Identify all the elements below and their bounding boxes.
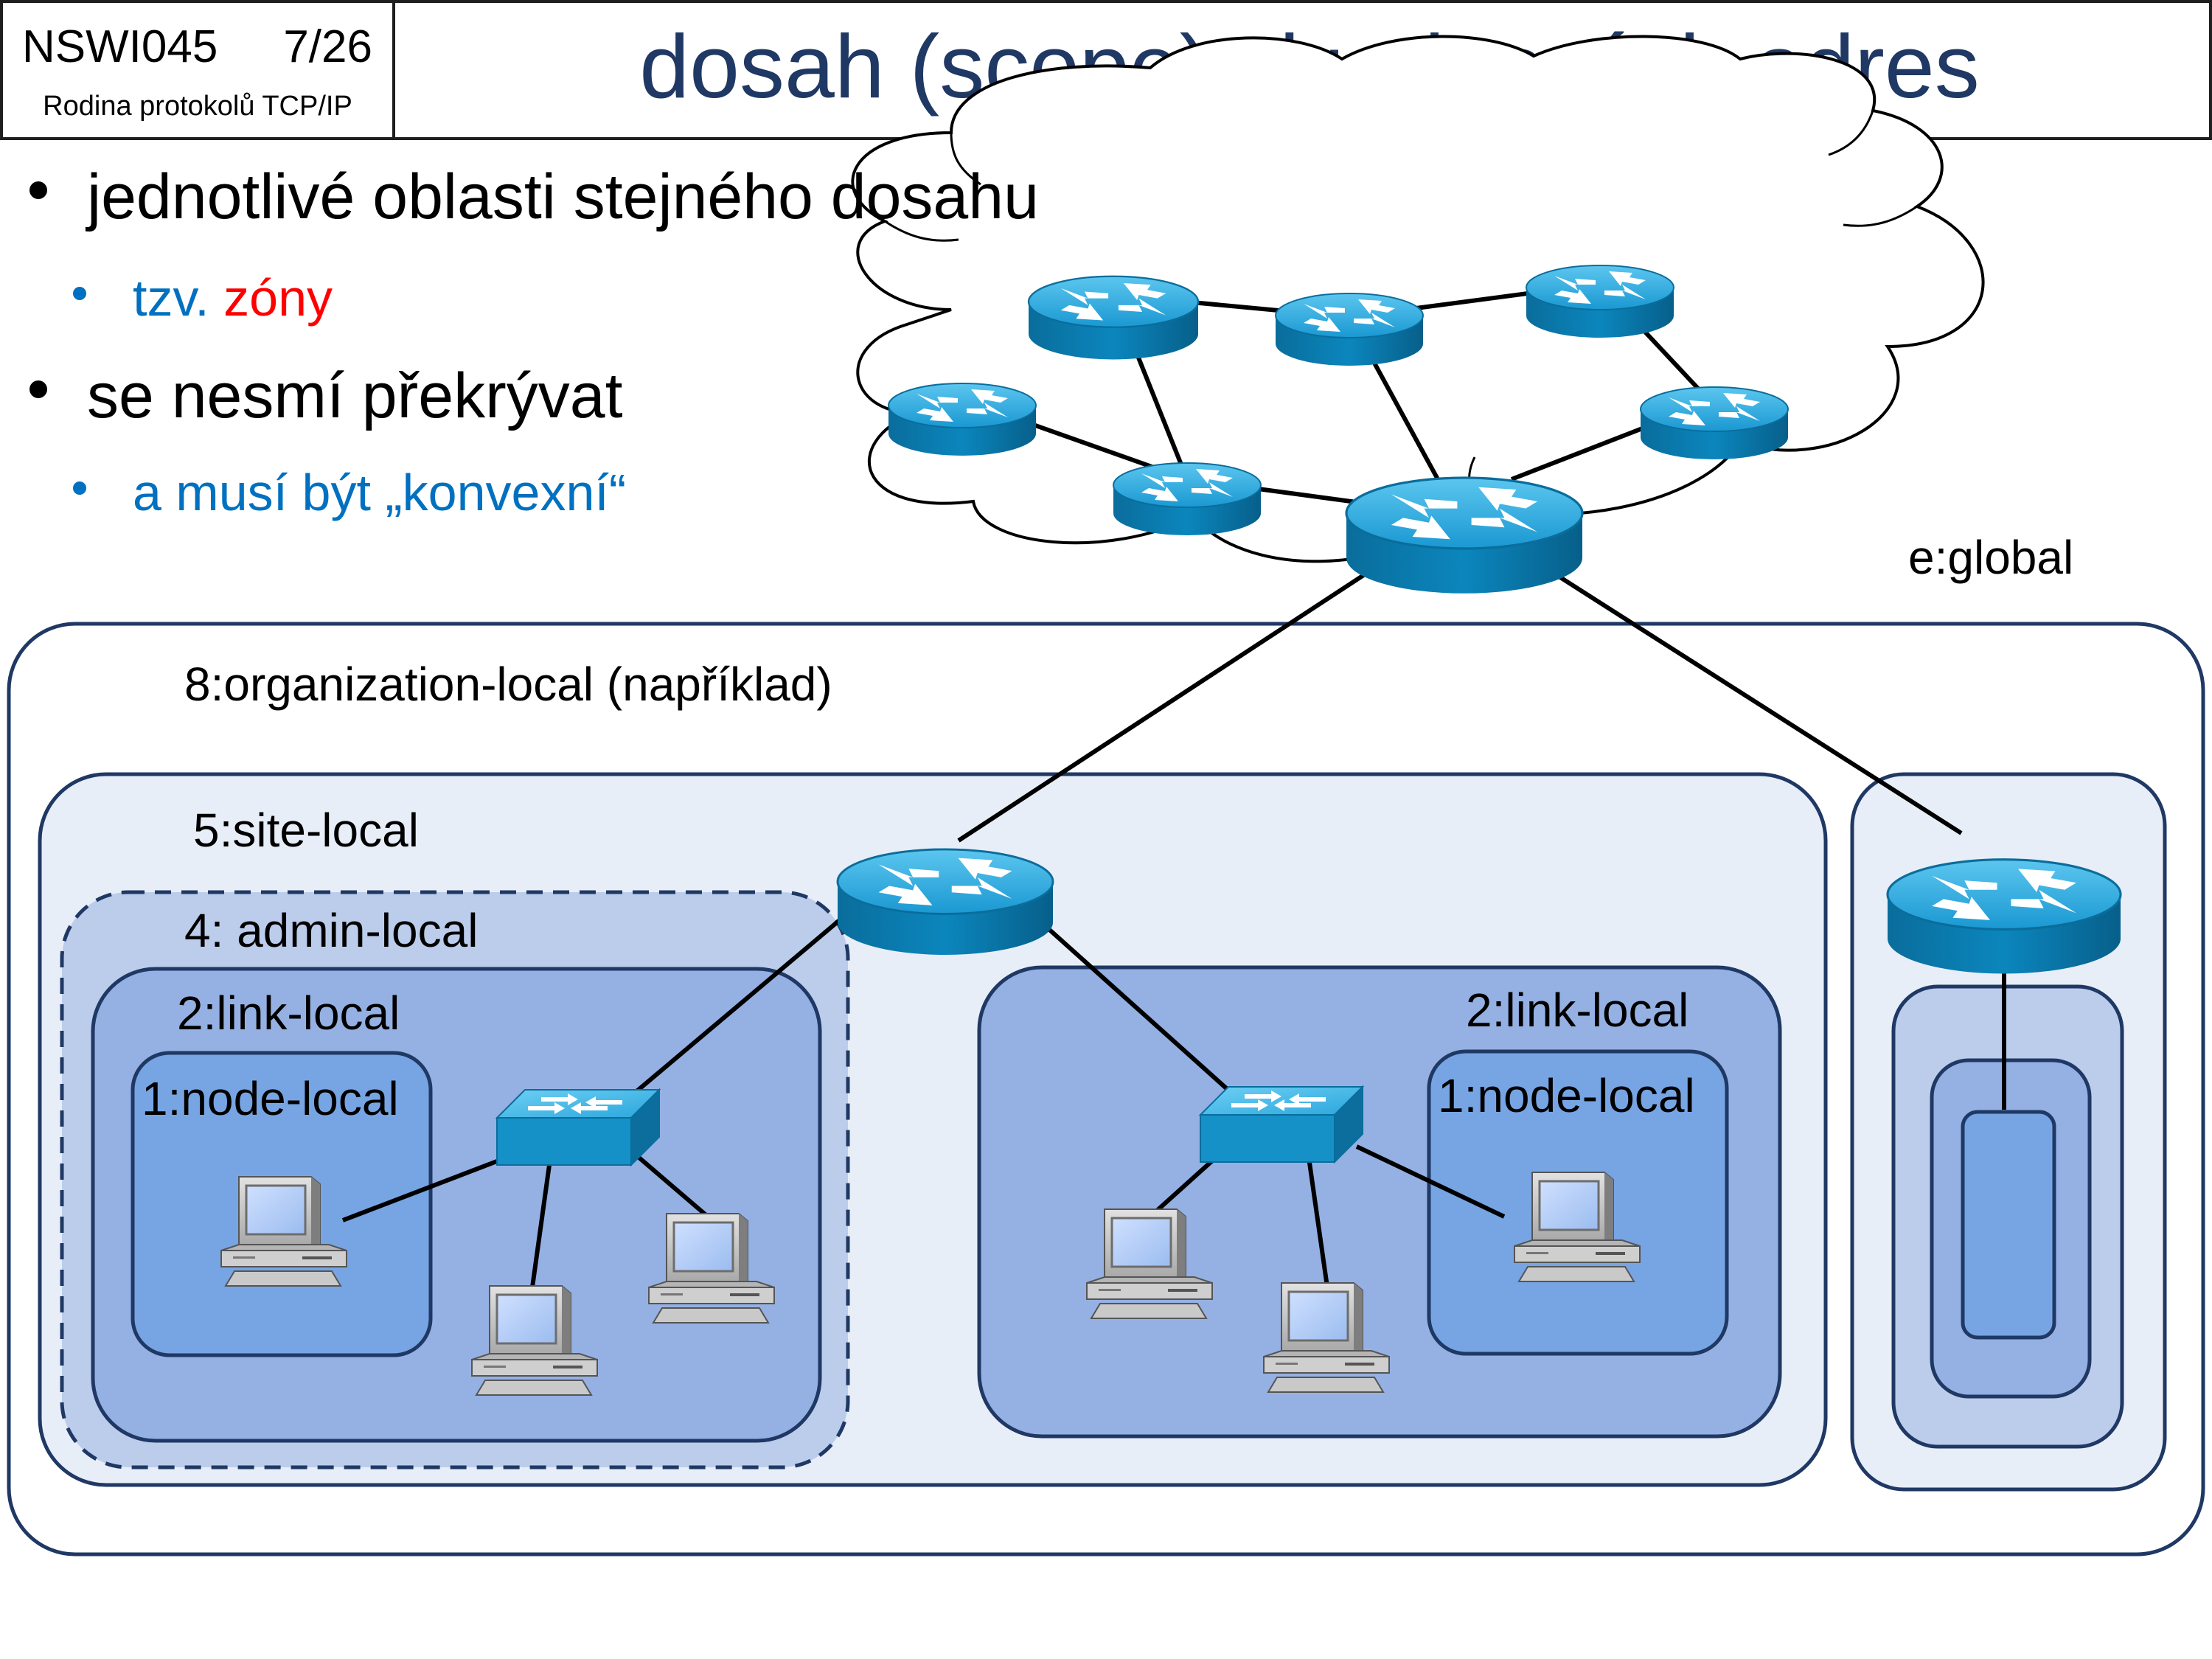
bullet-dot xyxy=(29,380,47,398)
bullet-2: se nesmí překrývat xyxy=(87,361,623,431)
bullet-1-1-prefix: tzv. xyxy=(133,269,223,327)
router-icon[interactable] xyxy=(1275,293,1424,366)
bullet-list: jednotlivé oblasti stejného dosahu tzv. … xyxy=(29,161,1039,521)
course-code: NSWI045 xyxy=(22,21,218,72)
label-link-local-left: 2:link-local xyxy=(177,987,400,1040)
bullet-2-1: a musí být „konvexní“ xyxy=(133,464,626,521)
label-admin-local: 4: admin-local xyxy=(184,904,478,957)
switch-icon[interactable] xyxy=(1200,1086,1363,1163)
scope-labels: e:global 8:organization-local (například… xyxy=(142,531,2073,1125)
link xyxy=(529,1164,552,1298)
link xyxy=(1532,558,1963,835)
bullet-1-1-highlight: zóny xyxy=(223,269,333,327)
label-organization-local: 8:organization-local (například) xyxy=(184,658,832,711)
bullet-1: jednotlivé oblasti stejného dosahu xyxy=(85,161,1039,232)
label-link-local-right: 2:link-local xyxy=(1466,984,1688,1037)
link xyxy=(1030,912,1248,1108)
bullet-1-1: tzv. zóny xyxy=(133,269,333,327)
bullet-dot xyxy=(73,287,86,300)
zone-right-node xyxy=(1961,1110,2056,1340)
router-icon[interactable] xyxy=(1886,858,2122,975)
bullet-dot xyxy=(29,181,47,199)
link xyxy=(629,1148,709,1219)
label-global: e:global xyxy=(1908,531,2073,584)
router-icon[interactable] xyxy=(1027,275,1200,361)
link xyxy=(1307,1157,1329,1287)
link xyxy=(957,558,1388,843)
router-icon[interactable] xyxy=(836,848,1054,956)
zones xyxy=(7,622,2205,1557)
label-node-local-right: 1:node-local xyxy=(1438,1069,1695,1122)
page-number: 7/26 xyxy=(283,21,372,72)
link xyxy=(341,1152,518,1222)
router-icon[interactable] xyxy=(1345,476,1584,595)
label-node-local-left: 1:node-local xyxy=(142,1072,399,1125)
bullet-dot xyxy=(73,481,86,495)
switch-icon[interactable] xyxy=(496,1089,660,1166)
router-icon[interactable] xyxy=(1526,265,1674,338)
router-icon[interactable] xyxy=(888,383,1037,456)
link xyxy=(1355,1144,1506,1219)
course-name: Rodina protokolů TCP/IP xyxy=(43,91,352,122)
label-site-local: 5:site-local xyxy=(193,804,419,857)
router-icon[interactable] xyxy=(1113,462,1262,536)
router-icon[interactable] xyxy=(1640,386,1789,460)
link xyxy=(596,905,857,1127)
